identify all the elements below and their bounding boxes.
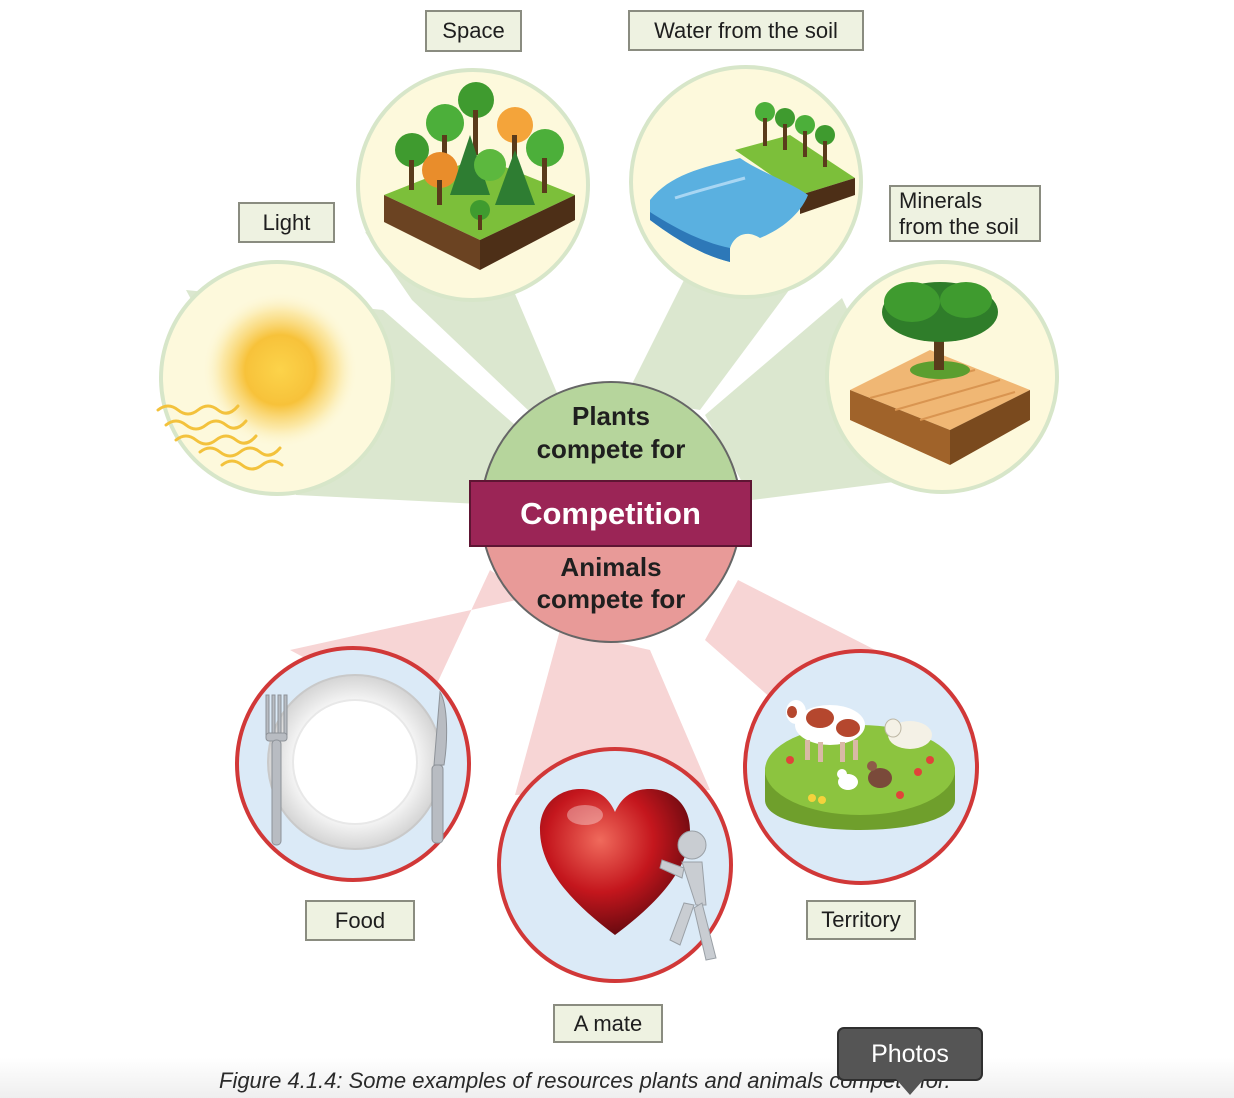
animals-compete-line1: Animals [560,552,662,582]
heart-icon [540,789,690,935]
label-minerals-line2: from the soil [899,213,1019,239]
wedge-food [290,570,530,720]
animals-compete-line2: compete for [536,584,686,614]
food-circle [235,646,471,882]
label-light: Light [238,202,335,243]
label-food: Food [305,900,415,941]
plants-compete-line1: Plants [571,401,651,431]
figure-caption: Figure 4.1.4: Some examples of resources… [219,1068,951,1093]
knife-icon [431,690,448,844]
plants-compete-label: Plants compete for [480,400,742,480]
label-minerals-from-soil: Minerals from the soil [889,185,1041,242]
fork-icon [265,694,288,846]
light-circle [156,260,395,496]
label-a-mate: A mate [553,1004,663,1043]
plants-compete-line2: compete for [536,434,686,464]
animals-compete-label: Animals compete for [480,551,742,621]
label-minerals-line1: Minerals [899,187,983,213]
water-circle [629,65,863,299]
soil-tree-icon [850,282,1030,465]
farm-animals-icon [765,700,955,830]
label-territory: Territory [806,900,916,940]
person-figure-icon [659,830,717,961]
label-space: Space [425,10,522,52]
forest-icon [384,82,575,270]
bottom-fade [0,1058,1234,1098]
tooltip-pointer [896,1079,924,1095]
plants-hub [480,381,742,510]
territory-circle [743,649,979,885]
river-icon [650,102,855,262]
mate-circle [497,747,733,983]
space-circle [356,68,590,302]
sun-icon [202,292,358,448]
competition-banner: Competition [469,480,752,547]
photos-tooltip[interactable]: Photos [837,1027,983,1081]
minerals-circle [825,260,1059,494]
wedge-mate [515,630,710,795]
heat-waves-icon [156,404,284,471]
label-water-from-soil: Water from the soil [628,10,864,51]
